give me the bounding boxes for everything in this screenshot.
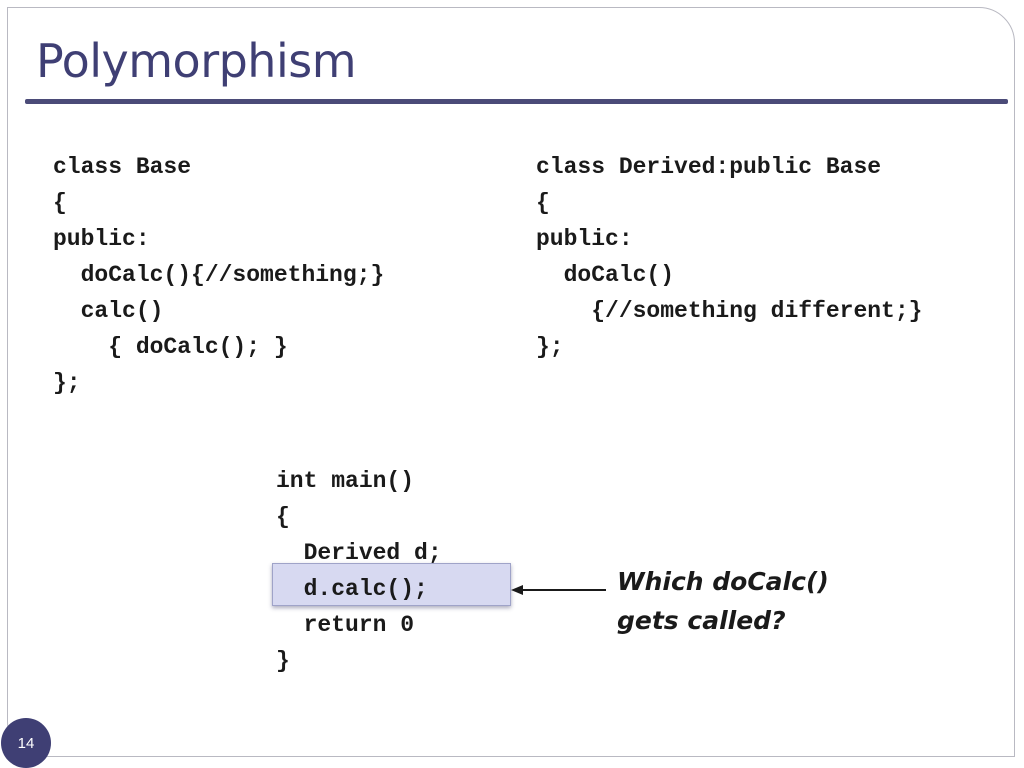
code-line: Derived d; xyxy=(276,540,442,566)
code-line: doCalc() xyxy=(536,262,675,288)
callout-line-1: Which doCalc() xyxy=(617,567,829,596)
code-block-base-class: class Base { public: doCalc(){//something;… xyxy=(53,149,384,401)
code-line: { doCalc(); } xyxy=(53,334,288,360)
code-line: }; xyxy=(536,334,564,360)
callout-question: Which doCalc() gets called? xyxy=(617,562,829,640)
code-block-derived-class: class Derived:public Base { public: doCalc… xyxy=(536,149,922,365)
code-line: { xyxy=(536,190,550,216)
page-number-badge: 14 xyxy=(1,718,51,768)
highlighted-line-box xyxy=(272,563,511,606)
code-block-main: int main() { Derived d; d.calc(); return … xyxy=(276,463,442,679)
code-line: return 0 xyxy=(276,612,415,638)
arrow-left-icon xyxy=(511,585,606,595)
code-line: {//something different;} xyxy=(536,298,923,324)
slide-frame xyxy=(7,7,1015,757)
code-line: int main() xyxy=(276,468,415,494)
code-line-highlighted: d.calc(); xyxy=(276,576,428,602)
code-line: public: xyxy=(53,226,150,252)
slide-title: Polymorphism xyxy=(36,34,357,88)
code-line: class Derived:public Base xyxy=(536,154,882,180)
code-line: }; xyxy=(53,370,81,396)
code-line: doCalc(){//something;} xyxy=(53,262,385,288)
code-line: { xyxy=(53,190,67,216)
code-line: public: xyxy=(536,226,633,252)
code-line: calc() xyxy=(53,298,164,324)
code-line: class Base xyxy=(53,154,192,180)
code-line: { xyxy=(276,504,290,530)
callout-line-2: gets called? xyxy=(617,606,786,635)
title-divider xyxy=(25,99,1008,104)
code-line: } xyxy=(276,648,290,674)
